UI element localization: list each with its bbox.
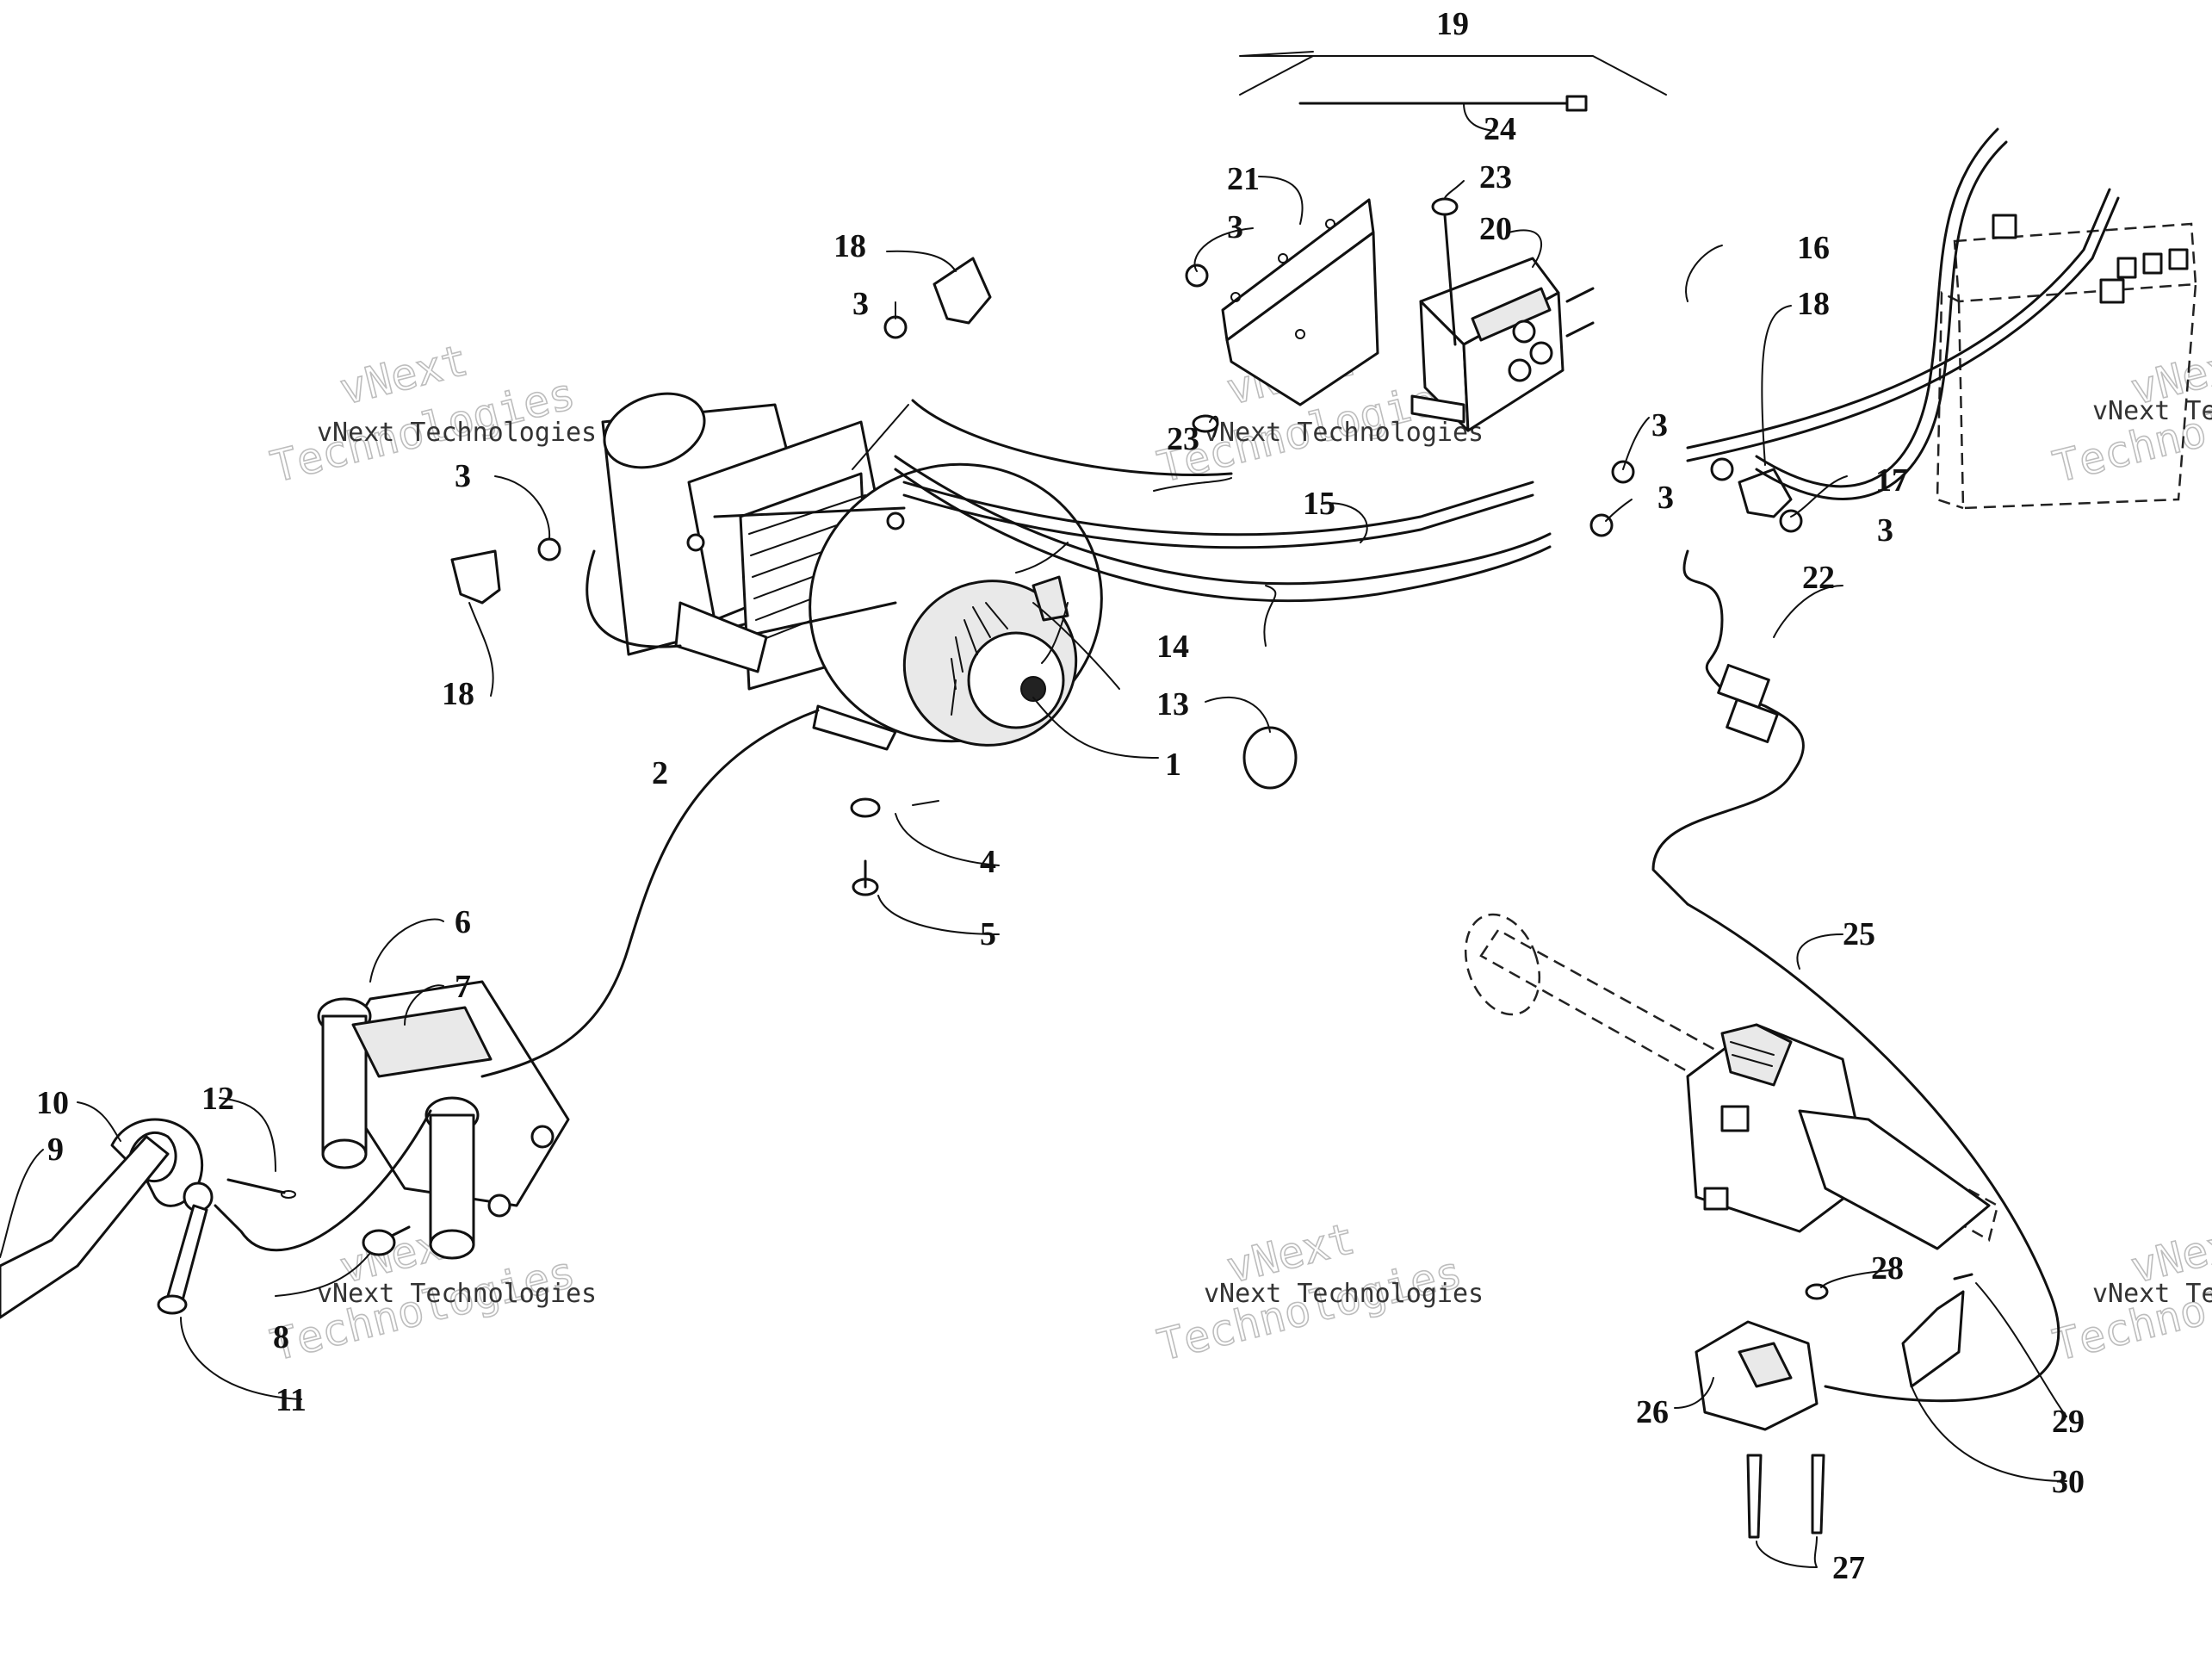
terminal-boot-upper <box>933 257 992 325</box>
fairlead-bolt <box>362 1225 411 1256</box>
callout-29: 29 <box>2052 1404 2085 1440</box>
callout-13: 13 <box>1156 686 1189 722</box>
handlebar-reference <box>1464 913 1999 1242</box>
callout-5: 5 <box>980 916 996 952</box>
callout-7: 7 <box>455 969 471 1005</box>
cable-tie <box>1298 95 1588 112</box>
solenoid <box>1410 257 1595 432</box>
callout-24: 24 <box>1484 111 1516 147</box>
callout-25: 25 <box>1843 916 1875 952</box>
cotter-pin <box>226 1178 296 1199</box>
snap-ring <box>1242 726 1298 790</box>
callout-20: 20 <box>1479 211 1512 247</box>
svg-text:vNext Technologies: vNext Technologies <box>2092 396 2212 426</box>
svg-text:vNext Technologies: vNext Technologies <box>1204 418 1484 448</box>
terminal-boot-left <box>450 549 501 605</box>
callout-19: 19 <box>1436 6 1469 42</box>
callout-28: 28 <box>1871 1250 1904 1287</box>
svg-text:vNext Technologies: vNext Technologies <box>317 418 597 448</box>
callout-23-top: 23 <box>1479 159 1512 195</box>
callout-labels: 1 2 3 3 3 3 3 3 4 5 6 7 8 9 10 11 12 13 … <box>36 6 2085 1586</box>
callout-30: 30 <box>2052 1464 2085 1500</box>
winch-strap <box>0 1135 170 1319</box>
clamp-screws <box>1746 1273 1973 1539</box>
callout-18-top: 18 <box>833 228 866 264</box>
svg-text:vNext Technologies: vNext Technologies <box>2092 1279 2212 1309</box>
clevis-pin <box>157 1204 208 1315</box>
callout-22: 22 <box>1802 560 1835 596</box>
callout-11: 11 <box>276 1382 307 1418</box>
terminal-boot-right <box>1738 468 1793 518</box>
callout-6: 6 <box>455 904 471 940</box>
washer-and-bolt <box>850 797 881 896</box>
callout-21: 21 <box>1227 161 1260 197</box>
callout-9: 9 <box>47 1132 64 1168</box>
svg-text:vNext Technologies: vNext Technologies <box>317 1279 597 1309</box>
callout-14: 14 <box>1156 629 1189 665</box>
callout-2: 2 <box>652 755 668 791</box>
leader-lines <box>0 51 2067 1568</box>
callout-8: 8 <box>273 1319 289 1355</box>
callout-15: 15 <box>1303 486 1335 522</box>
switch-mounting-clamp <box>1695 1290 1965 1431</box>
callout-18-left: 18 <box>442 676 474 712</box>
callout-16: 16 <box>1797 230 1830 266</box>
winch-assembly <box>601 392 1103 751</box>
callout-3-winch-top: 3 <box>852 286 869 322</box>
mounting-bracket <box>1221 198 1379 406</box>
winch-hook <box>110 1118 214 1212</box>
callout-26: 26 <box>1636 1394 1669 1430</box>
watermark-top-left: vNext Technologies vNext Technologies <box>265 334 597 493</box>
callout-17: 17 <box>1875 462 1908 499</box>
callout-3-winch-left: 3 <box>455 458 471 494</box>
callout-4: 4 <box>980 844 996 880</box>
callout-23-left: 23 <box>1167 421 1199 457</box>
watermark-bottom-right: vNext Technologies vNext Technologies <box>2048 1212 2212 1371</box>
callout-1: 1 <box>1165 747 1181 783</box>
callout-10: 10 <box>36 1085 69 1121</box>
callout-3-solenoid-lower: 3 <box>1657 480 1674 516</box>
watermark-top-right: vNext Technologies vNext Technologies <box>2048 334 2212 493</box>
callout-3-bracket: 3 <box>1227 209 1243 245</box>
roller-fairlead <box>317 980 570 1260</box>
callout-18-right: 18 <box>1797 286 1830 322</box>
winch-switch-housing <box>1686 1023 1991 1250</box>
cables <box>214 127 2120 1403</box>
callout-3-battery: 3 <box>1877 512 1893 549</box>
watermark-bottom-center: vNext Technologies vNext Technologies <box>1152 1212 1484 1371</box>
svg-text:vNext Technologies: vNext Technologies <box>1204 1279 1484 1309</box>
callout-27: 27 <box>1832 1550 1865 1586</box>
callout-3-solenoid-right: 3 <box>1651 407 1668 443</box>
callout-12: 12 <box>201 1081 234 1117</box>
